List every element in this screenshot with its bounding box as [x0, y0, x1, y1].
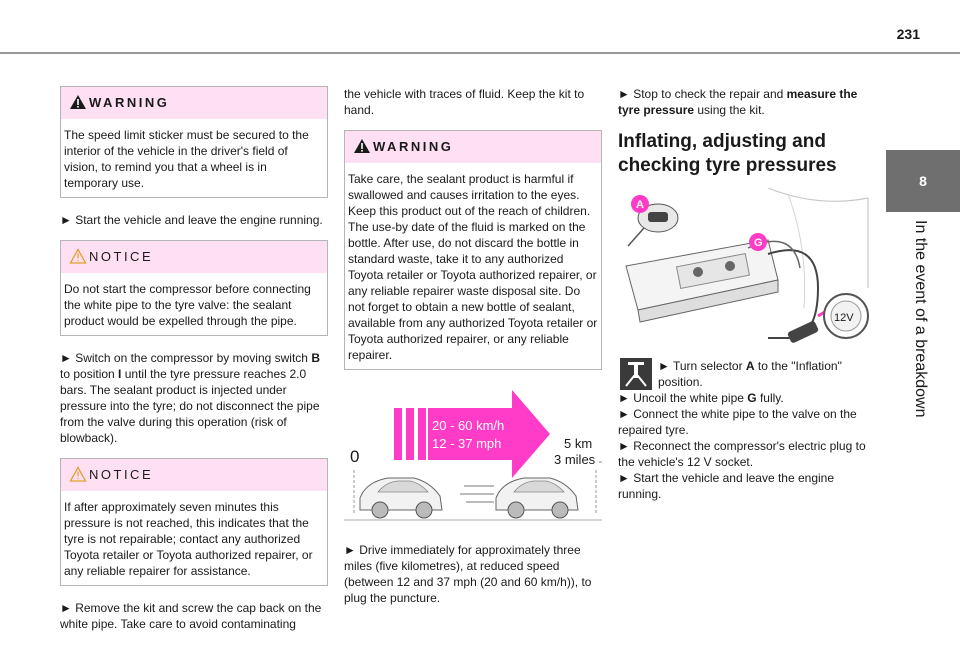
- warning-header: WARNING: [345, 131, 601, 163]
- notice-text: Do not start the compressor before conne…: [64, 282, 311, 328]
- notice-title: NOTICE: [89, 249, 154, 264]
- column-1: WARNING The speed limit sticker must be …: [60, 86, 328, 644]
- column-2: the vehicle with traces of fluid. Keep t…: [344, 86, 602, 618]
- instruction-remove-kit: ► Remove the kit and screw the cap back …: [60, 601, 322, 631]
- motion-lines-icon: [460, 485, 494, 503]
- instruction-switch-compressor: ► Switch on the compressor by moving swi…: [60, 350, 328, 446]
- text-span: to position: [60, 367, 119, 381]
- speed-mph-label: 12 - 37 mph: [432, 436, 501, 451]
- notice-title: NOTICE: [89, 467, 154, 482]
- warning-triangle-icon: [70, 95, 86, 109]
- warning-title: WARNING: [89, 95, 170, 110]
- step-start-vehicle: ► Start the vehicle and leave the engine…: [618, 471, 835, 501]
- warning-triangle-icon: [354, 139, 370, 153]
- text-span: ► Turn selector: [658, 359, 746, 373]
- speed-illustration-svg: 20 - 60 km/h 12 - 37 mph 0 5 km 3 miles: [344, 390, 602, 521]
- step-reconnect-plug: ► Reconnect the compressor's electric pl…: [618, 439, 866, 469]
- text-span: ► Stop to check the repair and: [618, 87, 787, 101]
- warning-box-speed-sticker: WARNING The speed limit sticker must be …: [60, 86, 328, 198]
- label-g-marker: [749, 233, 767, 251]
- step-uncoil-pipe: ► Uncoil the white pipe G fully.: [618, 390, 876, 406]
- chapter-tab[interactable]: 8: [886, 150, 960, 212]
- text-span: to the "Inflation" position.: [658, 359, 842, 389]
- label-a-marker: [631, 195, 649, 213]
- position-ref: I: [118, 367, 122, 381]
- warning-title: WARNING: [373, 139, 454, 154]
- notice-triangle-icon: [69, 248, 87, 264]
- text-span: until the tyre pressure reaches 2.0 bars…: [60, 367, 320, 445]
- warning-box-sealant: WARNING Take care, the sealant product i…: [344, 130, 602, 370]
- compressor-illustration-svg: A G 12V: [625, 187, 869, 343]
- compressor-illustration: A G 12V: [618, 187, 876, 348]
- section-heading: Inflating, adjusting and checking tyre p…: [618, 131, 837, 176]
- emphasis-text: measure the tyre pressure: [618, 87, 858, 117]
- socket-label: 12V: [834, 312, 854, 324]
- notice-text: If after approximately seven minutes thi…: [64, 500, 313, 578]
- start-distance-label: 0: [350, 447, 359, 466]
- column-3: ► Stop to check the repair and measure t…: [618, 86, 876, 502]
- instruction-start-vehicle: ► Start the vehicle and leave the engine…: [60, 213, 323, 227]
- power-plug-icon: [787, 308, 829, 343]
- top-divider: [0, 52, 960, 54]
- switch-ref: B: [311, 351, 320, 365]
- notice-header: NOTICE: [61, 241, 327, 273]
- pipe-ref: G: [747, 391, 757, 405]
- compressor-kit-icon: [625, 239, 779, 323]
- chapter-title: In the event of a breakdown: [912, 220, 929, 418]
- distance-km-label: 5 km: [564, 436, 592, 451]
- text-span: using the kit.: [694, 103, 765, 117]
- step-turn-selector: ► Turn selector A to the "Inflation" pos…: [618, 358, 876, 390]
- notice-triangle-icon: [69, 466, 87, 482]
- instruction-drive: ► Drive immediately for approximately th…: [344, 543, 592, 605]
- notice-box-pressure: NOTICE If after approximately seven minu…: [60, 458, 328, 586]
- car-moving-icon: [495, 477, 579, 519]
- 12v-socket-icon: [823, 293, 869, 339]
- page-number: 231: [896, 26, 920, 42]
- selector-knob-icon: [627, 203, 679, 247]
- notice-header: NOTICE: [61, 459, 327, 491]
- instruction-keep-kit: the vehicle with traces of fluid. Keep t…: [344, 87, 585, 117]
- label-a-text: A: [636, 199, 644, 211]
- speed-distance-illustration: 20 - 60 km/h 12 - 37 mph 0 5 km 3 miles: [344, 386, 602, 530]
- selector-ref: A: [745, 359, 755, 373]
- warning-header: WARNING: [61, 87, 327, 119]
- speed-kmh-label: 20 - 60 km/h: [432, 418, 504, 433]
- instruction-stop-check: ► Stop to check the repair and measure t…: [618, 86, 876, 118]
- step-text-block: ► Turn selector A to the "Inflation" pos…: [658, 358, 876, 390]
- label-g-text: G: [754, 237, 763, 249]
- car-start-icon: [359, 477, 443, 519]
- notice-box-compressor: NOTICE Do not start the compressor befor…: [60, 240, 328, 336]
- text-span: ► Switch on the compressor by moving swi…: [60, 351, 312, 365]
- step-connect-pipe: ► Connect the white pipe to the valve on…: [618, 407, 857, 437]
- warning-text: Take care, the sealant product is harmfu…: [348, 172, 598, 362]
- warning-text: The speed limit sticker must be secured …: [64, 128, 309, 190]
- compressor-symbol-icon: [620, 358, 652, 390]
- text-span: fully.: [756, 391, 784, 405]
- text-span: ► Uncoil the white pipe: [618, 391, 748, 405]
- distance-miles-label: 3 miles: [554, 452, 596, 467]
